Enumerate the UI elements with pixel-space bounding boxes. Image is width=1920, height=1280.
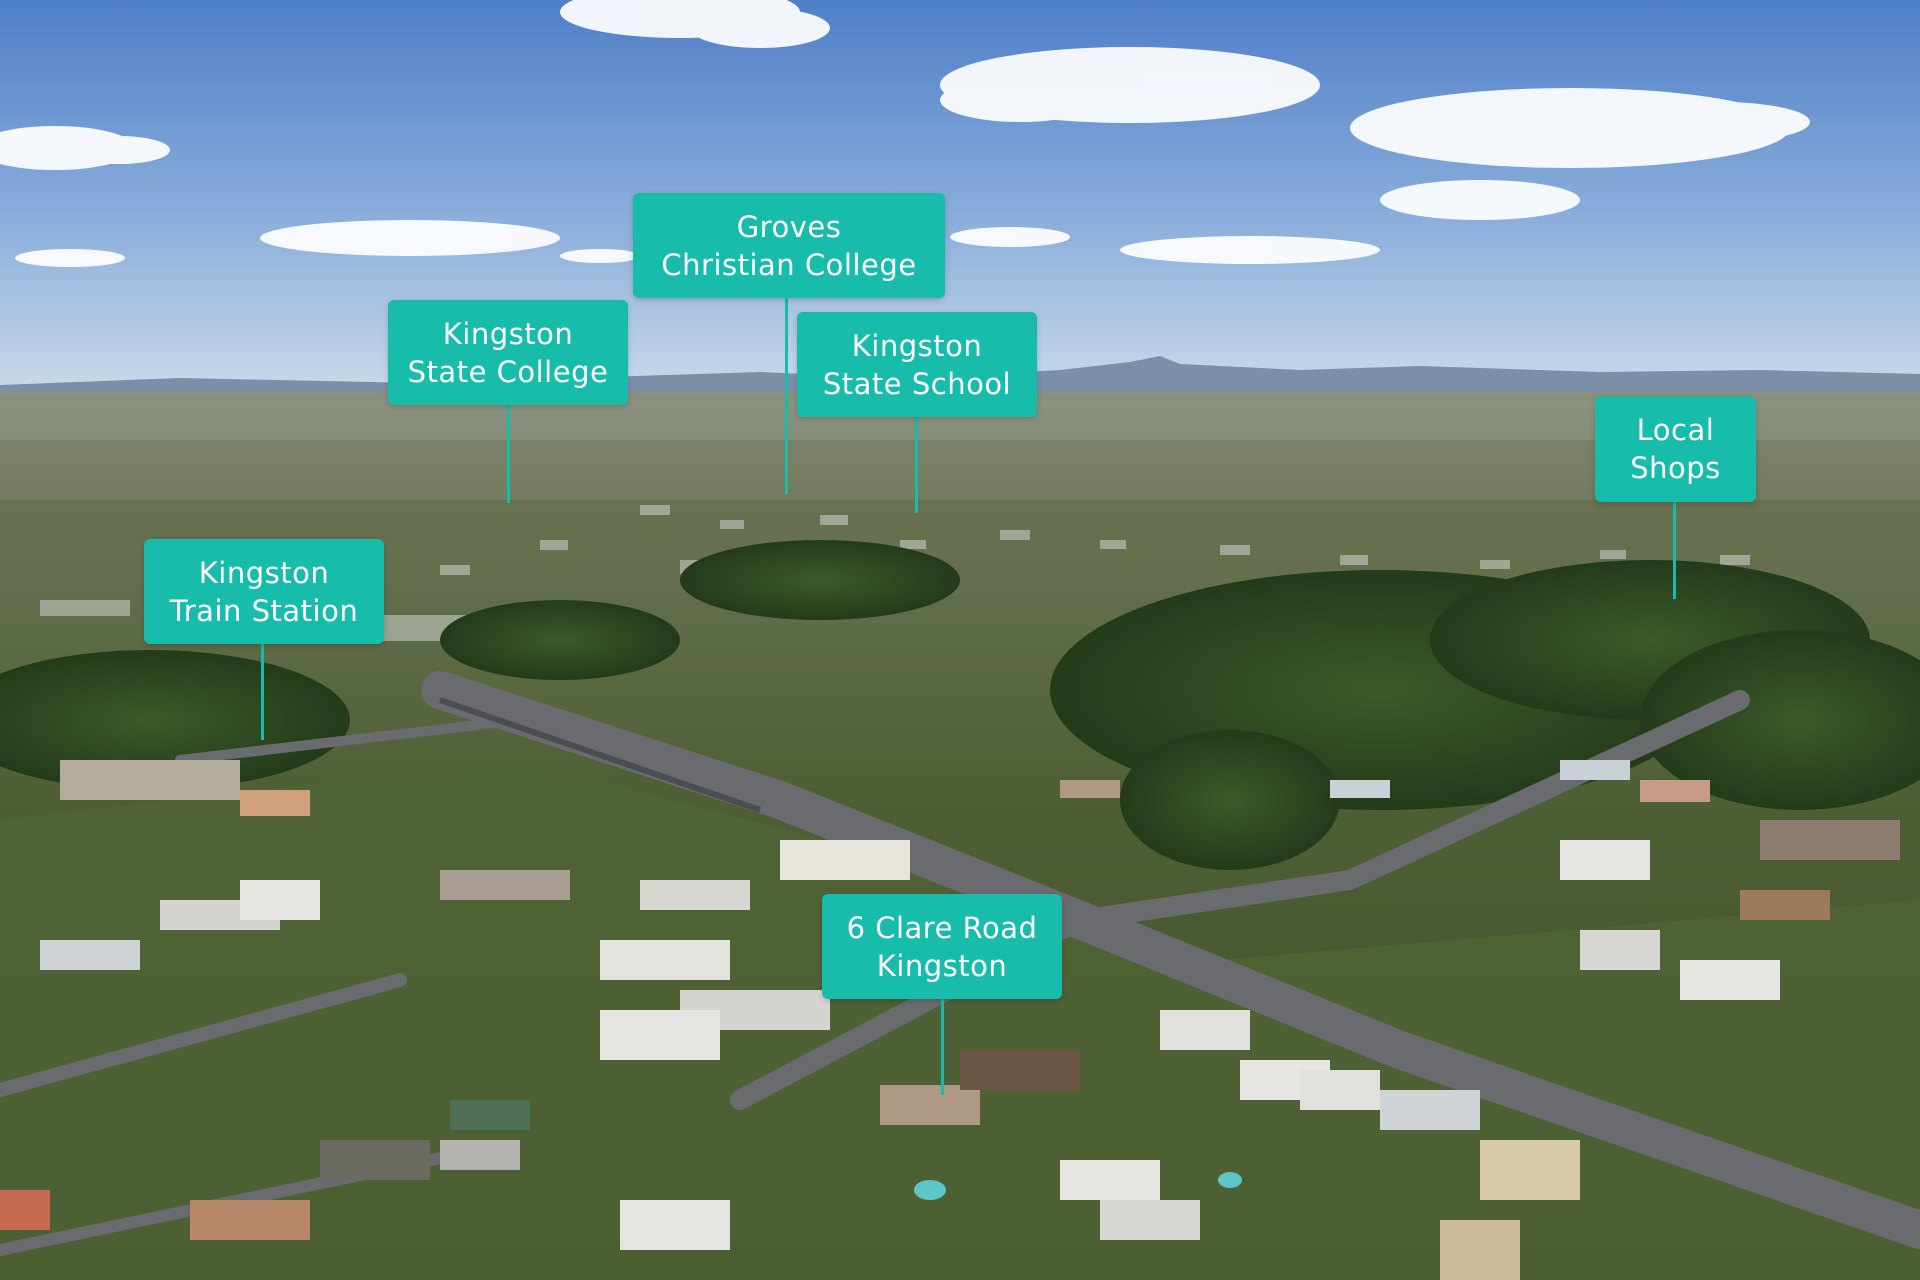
marker-label-line-1: 6 Clare Road: [846, 910, 1038, 945]
pools: [914, 1172, 1242, 1200]
marker-pointer: [507, 405, 510, 503]
marker-pointer: [941, 999, 944, 1095]
marker-label-line-2: State College: [407, 354, 609, 389]
marker-label[interactable]: Local Shops: [1595, 396, 1756, 502]
marker-label[interactable]: Kingston State School: [797, 312, 1037, 417]
marker-label-line-2: Christian College: [661, 247, 917, 282]
marker-label-line-1: Kingston: [198, 555, 330, 590]
marker-label-line-2: Kingston: [876, 948, 1008, 983]
rail-corridor: [439, 697, 761, 813]
near-roofs: [0, 760, 1900, 1280]
marker-label[interactable]: 6 Clare Road Kingston: [822, 894, 1062, 999]
marker-label[interactable]: Kingston Train Station: [144, 539, 384, 644]
clouds: [0, 0, 1810, 267]
marker-pointer: [261, 644, 264, 740]
marker-label-line-1: Local: [1636, 413, 1715, 447]
tree-mass: [0, 540, 1920, 870]
marker-label-line-2: State School: [822, 366, 1012, 401]
marker-label[interactable]: Groves Christian College: [633, 193, 945, 298]
marker-pointer: [915, 417, 918, 513]
marker-label-line-1: Groves: [736, 209, 842, 244]
marker-label-line-2: Shops: [1630, 451, 1721, 485]
marker-label[interactable]: Kingston State College: [388, 300, 628, 405]
marker-label-line-1: Kingston: [442, 316, 574, 351]
marker-pointer: [785, 298, 788, 494]
marker-label-line-1: Kingston: [851, 328, 983, 363]
marker-label-line-2: Train Station: [169, 593, 359, 628]
marker-pointer: [1673, 502, 1676, 599]
